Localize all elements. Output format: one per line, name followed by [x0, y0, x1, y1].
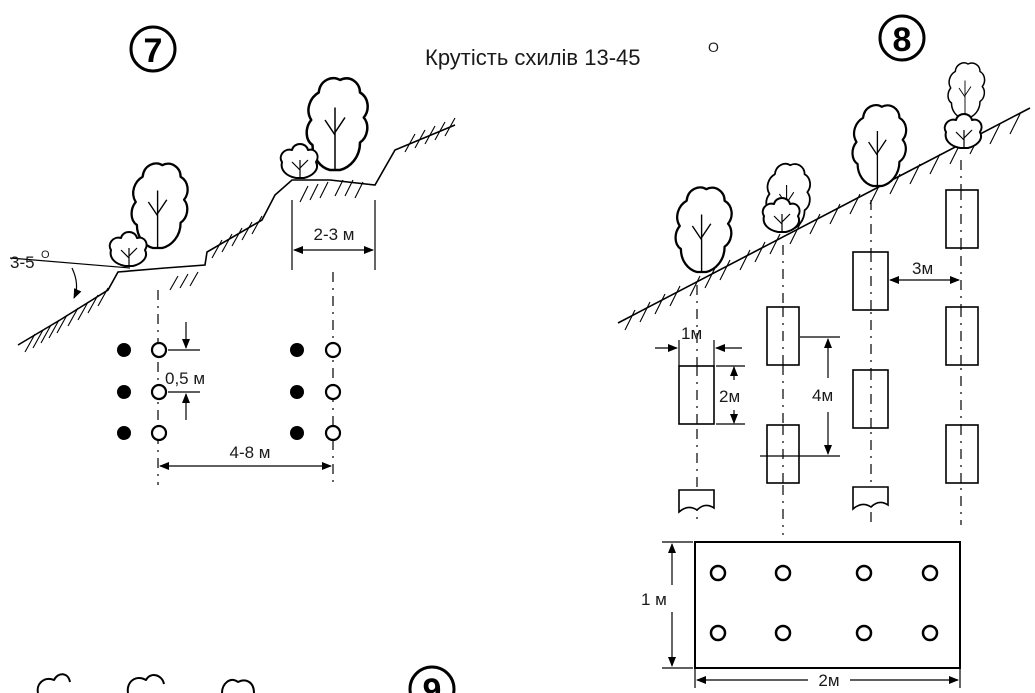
open-circle-icon: [855, 624, 873, 642]
open-circle-icon: [709, 624, 727, 642]
planting-pit: [945, 189, 979, 249]
plate-height-label: 1 м: [641, 590, 667, 609]
open-circle-icon: [324, 383, 342, 401]
open-circle-icon: [324, 424, 342, 442]
terrace-profile-7: [17, 124, 456, 346]
open-circle-icon: [921, 564, 939, 582]
filled-circle-icon: [117, 343, 131, 357]
plate-holes: [709, 564, 939, 642]
pit-width-extension: [678, 340, 715, 366]
tree-icon: [126, 674, 165, 693]
planting-pit: [945, 306, 979, 366]
filled-circle-icon: [290, 426, 304, 440]
plate-width-extension: [694, 668, 961, 688]
ground-hatch-icon: [24, 117, 456, 353]
pit-step-extension: [760, 336, 840, 457]
filled-circle-icon: [290, 343, 304, 357]
row-gap-label: 3м: [912, 259, 933, 278]
open-circle-icon: [921, 624, 939, 642]
tree-icon: [130, 162, 189, 250]
slope-title: Крутість схилів 13-45: [425, 45, 641, 70]
tree-icon: [221, 678, 255, 693]
filled-circle-icon: [290, 385, 304, 399]
panel-9: 9: [36, 665, 456, 693]
open-circle-icon: [774, 564, 792, 582]
angle-arc: [71, 267, 82, 299]
pit-axis: [696, 190, 962, 483]
pit-step-label: 4м: [812, 386, 833, 405]
tree-icon: [851, 104, 908, 188]
tree-icon: [36, 673, 71, 693]
filled-circle-icon: [117, 385, 131, 399]
open-circle-icon: [709, 564, 727, 582]
panel-7-number: 7: [144, 32, 163, 70]
panel-7: 7 3-5 О 2-3 м: [9, 25, 456, 485]
open-circle-icon: [855, 564, 873, 582]
pit-length-label: 2м: [719, 387, 740, 406]
tree-icon: [674, 186, 733, 274]
hole-grid-right: [290, 341, 342, 442]
tree-icon: [947, 62, 986, 119]
panel-7-badge: [129, 25, 177, 73]
open-circle-icon: [774, 624, 792, 642]
angle-label: 3-5: [10, 253, 35, 272]
hole-spacing-label: 0,5 м: [165, 369, 205, 388]
terrace-width-label: 2-3 м: [314, 225, 355, 244]
filled-circle-icon: [117, 426, 131, 440]
pit-cut: [678, 489, 715, 514]
shrub-icon: [108, 231, 148, 267]
pit-detail-plate: [694, 541, 961, 669]
panel-8-number: 8: [893, 21, 912, 59]
planting-pit: [945, 424, 979, 484]
hole-grid-left: [117, 341, 168, 442]
panel-9-badge: [408, 665, 456, 693]
shrub-icon: [943, 113, 983, 149]
open-circle-icon: [150, 383, 168, 401]
pit-row-4: [945, 189, 979, 484]
slope-title-degree: О: [708, 39, 719, 55]
plate-width-label: 2м: [818, 671, 839, 690]
pit-width-label: 1м: [681, 324, 702, 343]
hole-spacing-extension: [168, 349, 200, 393]
panel-8-badge: [878, 14, 926, 62]
row-spacing-label: 4-8 м: [230, 443, 271, 462]
shrub-icon: [761, 197, 801, 233]
plate-height-extension: [662, 541, 693, 669]
open-circle-icon: [150, 341, 168, 359]
pit-cut: [852, 486, 889, 511]
panel-9-number: 9: [423, 672, 442, 693]
terrace-width-extension: [291, 200, 376, 270]
open-circle-icon: [324, 341, 342, 359]
open-circle-icon: [150, 424, 168, 442]
angle-degree: О: [41, 249, 50, 261]
shrub-icon: [279, 143, 319, 179]
angle-line: [9, 257, 131, 269]
panel-8: 8: [617, 14, 1031, 690]
